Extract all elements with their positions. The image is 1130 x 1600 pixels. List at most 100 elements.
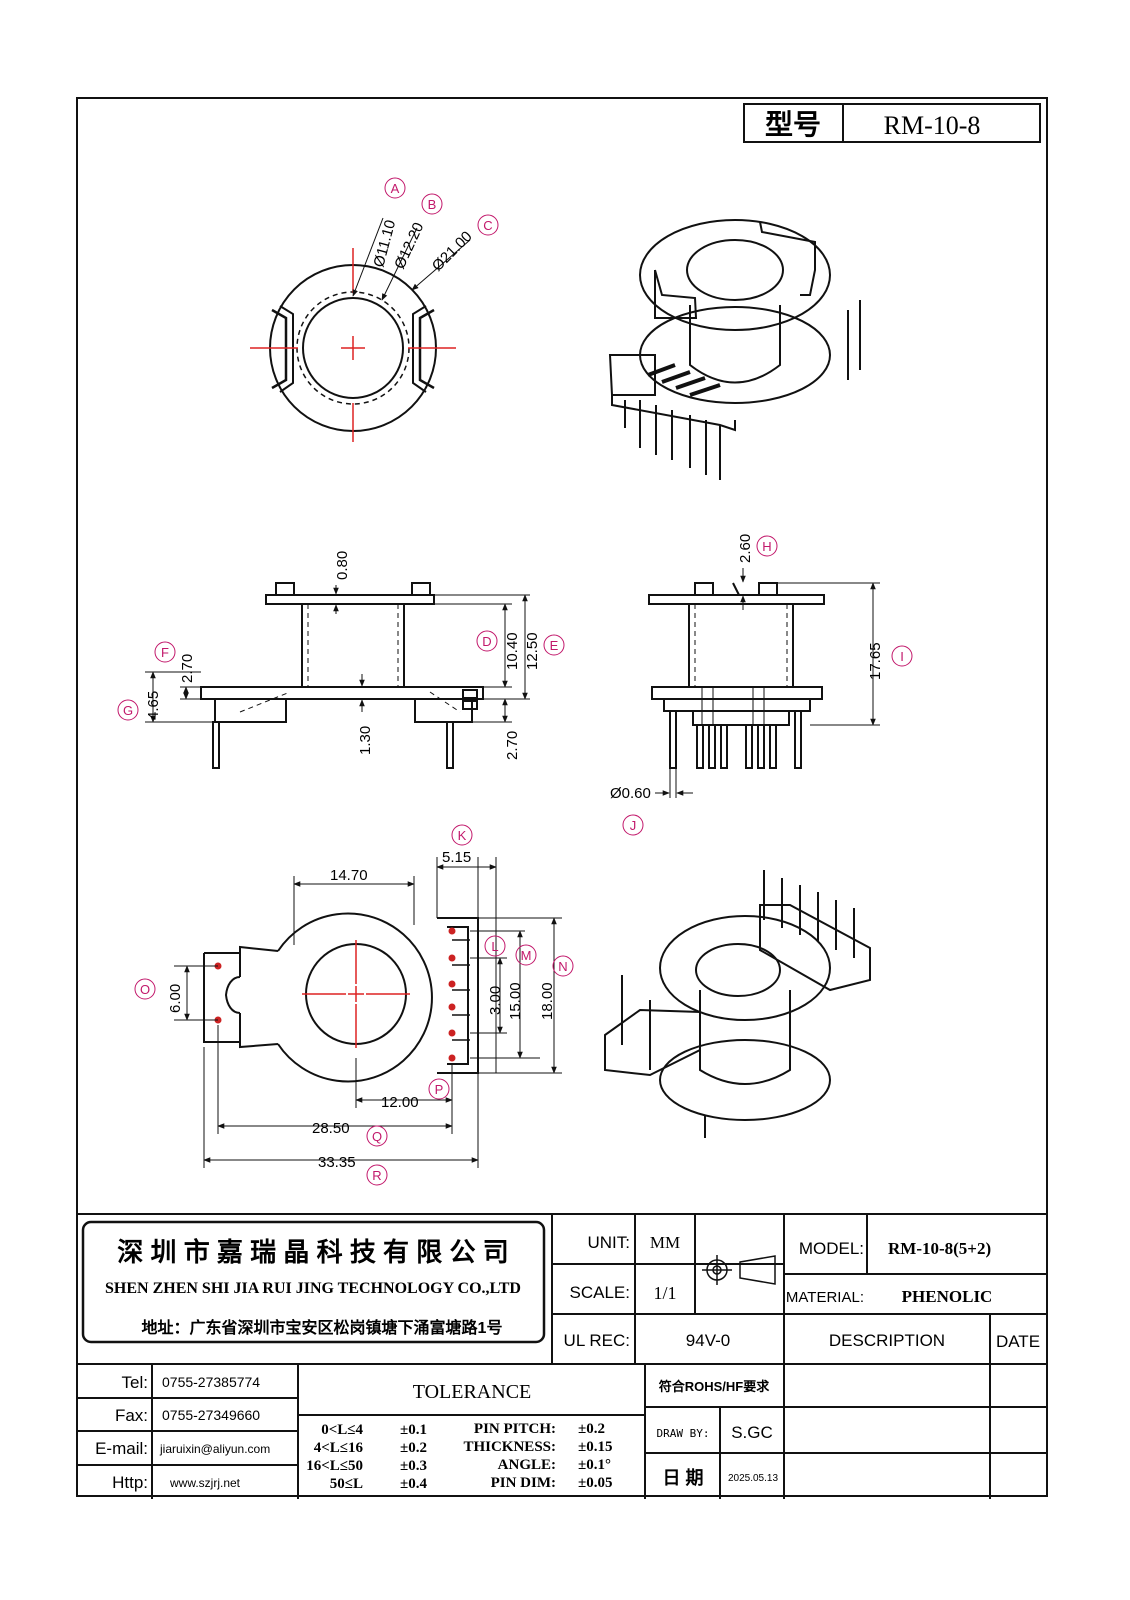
tolerance-range: 0<L≤4	[321, 1422, 363, 1438]
balloon-J: J	[622, 814, 644, 836]
svg-text:H: H	[762, 539, 771, 554]
dim-J-value: Ø0.60	[610, 785, 651, 802]
ulrec-label: UL REC:	[564, 1331, 630, 1350]
tolerance-value: ±0.2	[400, 1440, 427, 1456]
fax-value: 0755-27349660	[162, 1407, 260, 1423]
tolerance-value: ±0.4	[400, 1476, 427, 1492]
balloon-D: D	[476, 630, 498, 652]
svg-text:I: I	[900, 649, 904, 664]
email-value: jiaruixin@aliyun.com	[159, 1442, 270, 1456]
ulrec-value: 94V-0	[686, 1331, 730, 1350]
balloon-E: E	[543, 634, 565, 656]
description-label: DESCRIPTION	[829, 1331, 945, 1350]
svg-text:P: P	[435, 1082, 444, 1097]
svg-text:E: E	[550, 638, 559, 653]
spec-label: ANGLE:	[498, 1457, 556, 1473]
spec-value: ±0.1°	[578, 1457, 611, 1473]
balloon-O: O	[134, 978, 156, 1000]
dim-D-value: 10.40	[504, 632, 521, 670]
svg-text:J: J	[630, 818, 637, 833]
dim-K-value: 5.15	[442, 849, 471, 866]
company-name-en: SHEN ZHEN SHI JIA RUI JING TECHNOLOGY CO…	[105, 1280, 521, 1297]
tolerance-range: 50≤L	[330, 1476, 363, 1492]
spec-label: PIN PITCH:	[474, 1421, 556, 1437]
dim-E-value: 12.50	[524, 632, 541, 670]
balloon-B: B	[421, 193, 443, 215]
dim-M-value: 15.00	[507, 982, 524, 1020]
svg-text:A: A	[391, 181, 400, 196]
spec-value: ±0.05	[578, 1475, 612, 1491]
dimension-balloons: A B C D E F G H I J K L M N O P Q R	[117, 177, 913, 1186]
svg-text:R: R	[372, 1168, 381, 1183]
spec-label: THICKNESS:	[463, 1439, 556, 1455]
unit-label: UNIT:	[588, 1233, 631, 1252]
balloon-L: L	[484, 935, 506, 957]
fax-label: Fax:	[115, 1406, 148, 1425]
balloon-K: K	[451, 824, 473, 846]
iso-bottom-pins	[621, 870, 855, 1070]
top-view	[250, 217, 471, 442]
bottom-view	[174, 857, 562, 1168]
tolerance-range: 16<L≤50	[306, 1458, 363, 1474]
side-view	[648, 568, 880, 798]
dim-H-value: 2.60	[737, 534, 754, 563]
balloon-N: N	[552, 955, 574, 977]
iso-view-bottom	[604, 870, 871, 1138]
side-view-labels: 2.60 17.65 Ø0.60	[610, 534, 884, 802]
balloon-A: A	[384, 177, 406, 199]
dim-I-value: 17.65	[867, 642, 884, 680]
spec-value: ±0.15	[578, 1439, 612, 1455]
material-value: PHENOLIC	[902, 1287, 993, 1306]
draw-by-value: S.GC	[731, 1423, 773, 1442]
svg-text:L: L	[491, 939, 498, 954]
scale-value: 1/1	[653, 1283, 676, 1303]
http-label: Http:	[112, 1473, 148, 1492]
iso-top-pins	[624, 400, 721, 480]
dim-width-top: 14.70	[330, 867, 368, 884]
svg-text:N: N	[558, 959, 567, 974]
company-name-cn: 深 圳 市 嘉 瑞 晶 科 技 有 限 公 司	[117, 1237, 508, 1267]
dim-G-value: 4.65	[145, 691, 162, 720]
svg-text:B: B	[428, 197, 437, 212]
dim-top-flange: 0.80	[334, 551, 351, 580]
tel-value: 0755-27385774	[162, 1374, 260, 1390]
dim-C-value: Ø21.00	[429, 228, 476, 275]
dim-F-value: 2.70	[179, 654, 196, 683]
svg-text:Q: Q	[372, 1129, 382, 1144]
model-label: MODEL:	[799, 1239, 864, 1258]
tolerance-value: ±0.1	[400, 1422, 427, 1438]
balloon-Q: Q	[366, 1125, 388, 1147]
frame-border	[76, 97, 1048, 1497]
projection-symbol	[702, 1255, 776, 1285]
balloon-P: P	[428, 1078, 450, 1100]
svg-text:D: D	[482, 634, 491, 649]
balloon-M: M	[515, 944, 537, 966]
unit-value: MM	[650, 1233, 680, 1252]
material-label: MATERIAL:	[786, 1289, 864, 1306]
front-view	[145, 582, 530, 769]
bottom-view-labels: 14.70 5.15 3.00 15.00 18.00 6.00 12.00 2…	[167, 849, 556, 1171]
svg-text:K: K	[458, 828, 467, 843]
balloon-C: C	[477, 214, 499, 236]
model-header-value: RM-10-8	[884, 111, 981, 140]
dim-P-value: 12.00	[381, 1094, 419, 1111]
svg-text:M: M	[521, 948, 532, 963]
title-block	[77, 1213, 1047, 1499]
dim-bottom-flange: 1.30	[357, 726, 374, 755]
rohs-note: 符合ROHS/HF要求	[659, 1379, 771, 1394]
dim-L-value: 3.00	[487, 986, 504, 1015]
scale-label: SCALE:	[570, 1283, 630, 1302]
balloon-G: G	[117, 699, 139, 721]
tolerance-value: ±0.3	[400, 1458, 427, 1474]
dim-Q-value: 28.50	[312, 1120, 350, 1137]
svg-text:F: F	[161, 645, 169, 660]
svg-text:O: O	[140, 982, 150, 997]
front-view-labels: 0.80 1.30 10.40 12.50 2.70 2.70 4.65	[145, 551, 541, 760]
company-address: 地址：广东省深圳市宝安区松岗镇塘下涌富塘路1号	[142, 1318, 503, 1337]
balloon-R: R	[366, 1164, 388, 1186]
http-value: www.szjrj.net	[169, 1476, 241, 1490]
svg-text:C: C	[483, 218, 492, 233]
tolerance-range: 4<L≤16	[314, 1440, 364, 1456]
balloon-F: F	[154, 641, 176, 663]
